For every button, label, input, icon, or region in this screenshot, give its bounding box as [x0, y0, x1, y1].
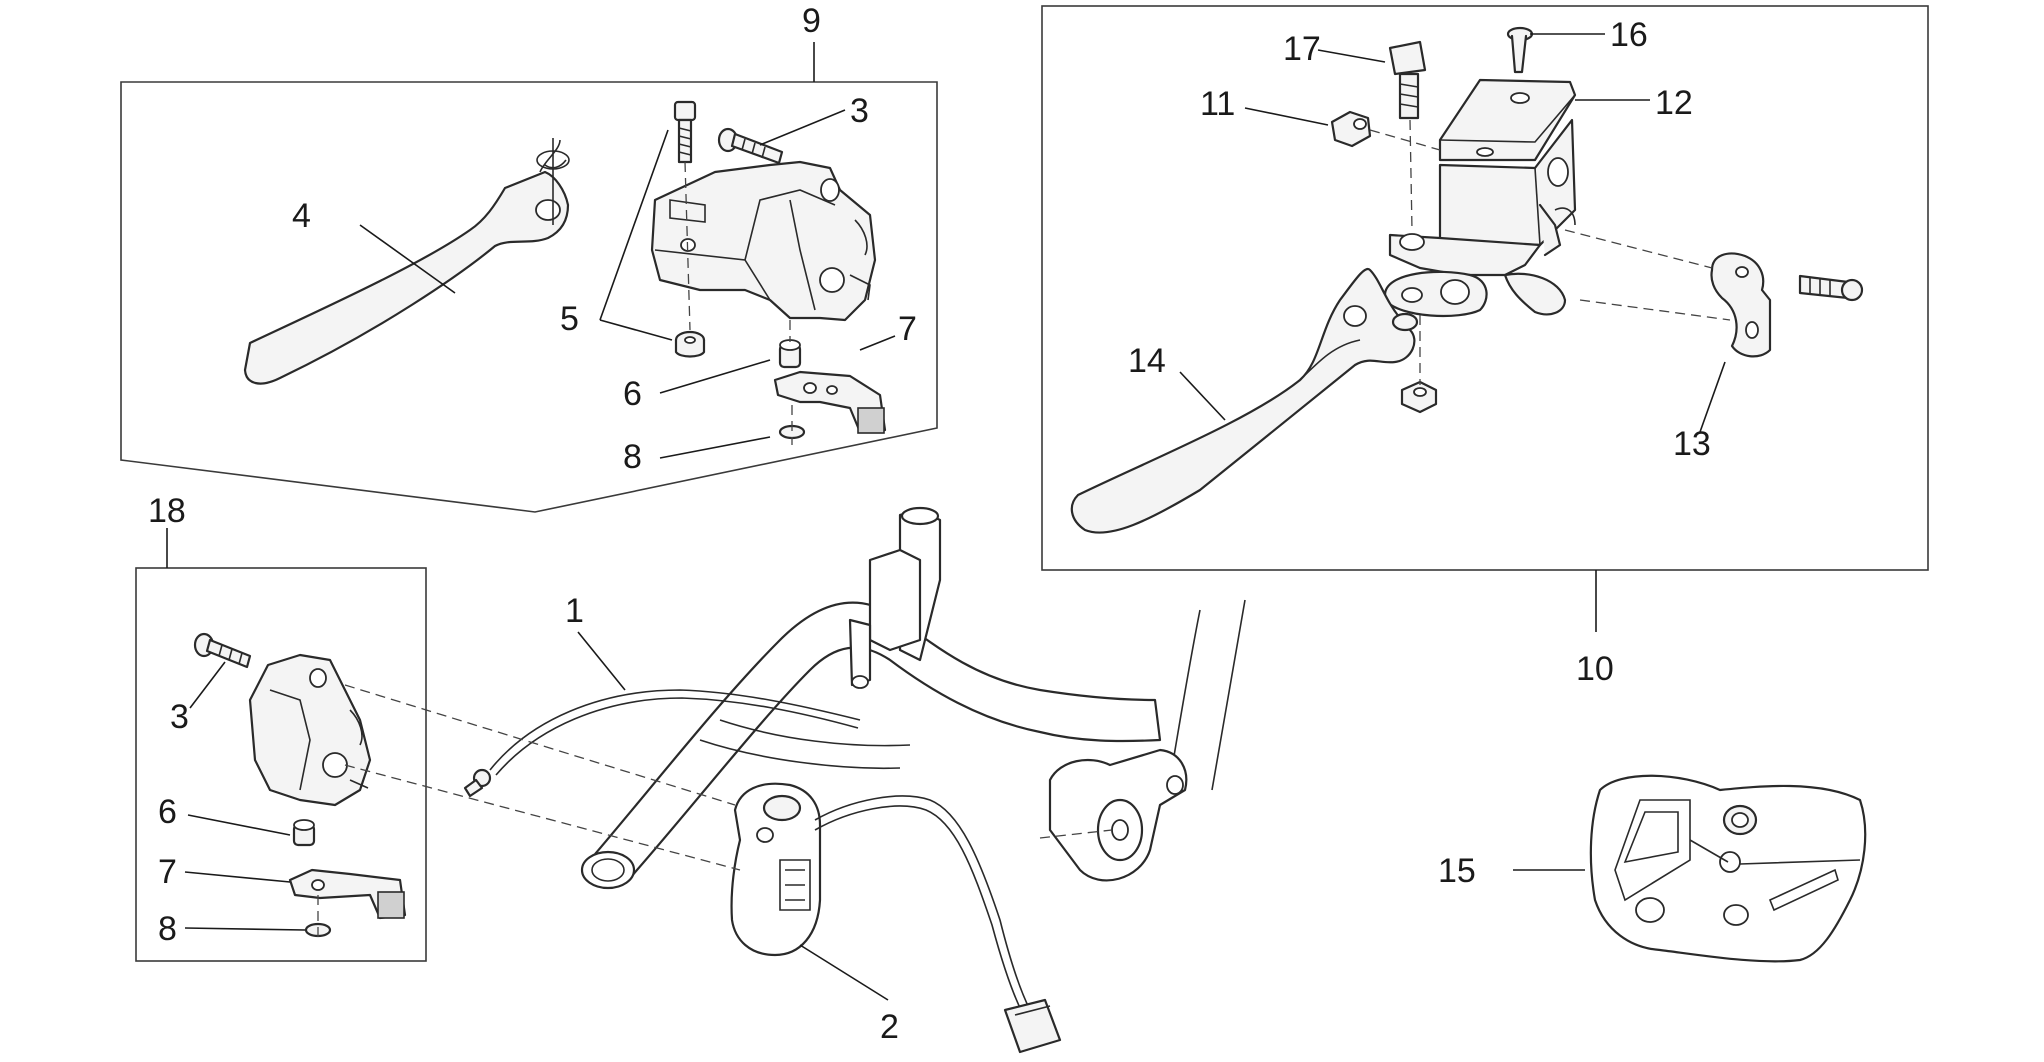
callout-2: 2 [880, 1008, 899, 1046]
master-cylinder-body [1383, 118, 1577, 318]
callout-16: 16 [1610, 16, 1648, 54]
switch-wiring [814, 795, 1062, 1054]
callout-7-top: 7 [898, 310, 917, 348]
left-perch-body [248, 653, 372, 807]
callout-12: 12 [1655, 84, 1693, 122]
left-switch-arm-7 [288, 868, 407, 920]
group-9-frame [120, 81, 938, 513]
callout-6-top: 6 [623, 375, 642, 413]
clamp-bolt [1798, 274, 1864, 302]
handlebar-assembly: 1 2 [344, 506, 1246, 1054]
handlebar [580, 599, 1246, 890]
callout-1: 1 [565, 592, 584, 630]
callout-8-left: 8 [158, 910, 177, 948]
callout-5: 5 [560, 300, 579, 338]
callout-3-top: 3 [850, 92, 869, 130]
plug-11 [1330, 110, 1372, 148]
perch-bolt-vertical [673, 100, 697, 164]
cap-screw-16 [1506, 26, 1534, 74]
callout-8-top: 8 [623, 438, 642, 476]
callout-14: 14 [1128, 342, 1166, 380]
hand-guard-cover-15: 15 [1438, 774, 1867, 963]
switch-housing-2 [730, 782, 822, 957]
clutch-cable-1 [463, 689, 861, 798]
pivot-bolt-17 [1388, 40, 1427, 120]
brake-lever-14 [1070, 267, 1419, 534]
clutch-lever [243, 138, 570, 385]
group-10-frame [1041, 5, 1929, 571]
nut-5 [674, 330, 706, 358]
pivot-nut [1400, 380, 1438, 414]
reservoir-cap-12 [1438, 78, 1577, 162]
callout-18: 18 [148, 492, 186, 530]
callout-15: 15 [1438, 852, 1476, 890]
brake-master-cylinder-group: 17 16 11 12 14 13 10 [1041, 5, 1929, 688]
handlebar-riser [848, 506, 942, 689]
callout-9: 9 [802, 2, 821, 40]
clutch-lever-assembly-group: 9 3 4 5 6 7 8 [120, 2, 938, 513]
group-18-frame [135, 567, 427, 962]
callout-11: 11 [1200, 85, 1235, 123]
callout-4: 4 [292, 197, 311, 235]
switch-arm-7 [773, 370, 887, 434]
bushing-6 [778, 339, 802, 369]
callout-3-left: 3 [170, 698, 189, 736]
left-perch-assembly-group: 18 3 6 7 8 [135, 492, 427, 962]
callout-7-left: 7 [158, 853, 177, 891]
callout-6-left: 6 [158, 793, 177, 831]
handlebar-clamp-13 [1710, 252, 1772, 358]
callout-13: 13 [1673, 425, 1711, 463]
left-perch-bolt-3 [193, 632, 252, 669]
perch-bolt-horizontal-3 [717, 127, 784, 165]
callout-10: 10 [1576, 650, 1614, 688]
clutch-perch [650, 160, 877, 322]
right-pivot-block [1039, 748, 1188, 882]
washer-8 [778, 405, 806, 445]
callout-17: 17 [1283, 30, 1321, 68]
left-bushing-6 [292, 819, 316, 847]
